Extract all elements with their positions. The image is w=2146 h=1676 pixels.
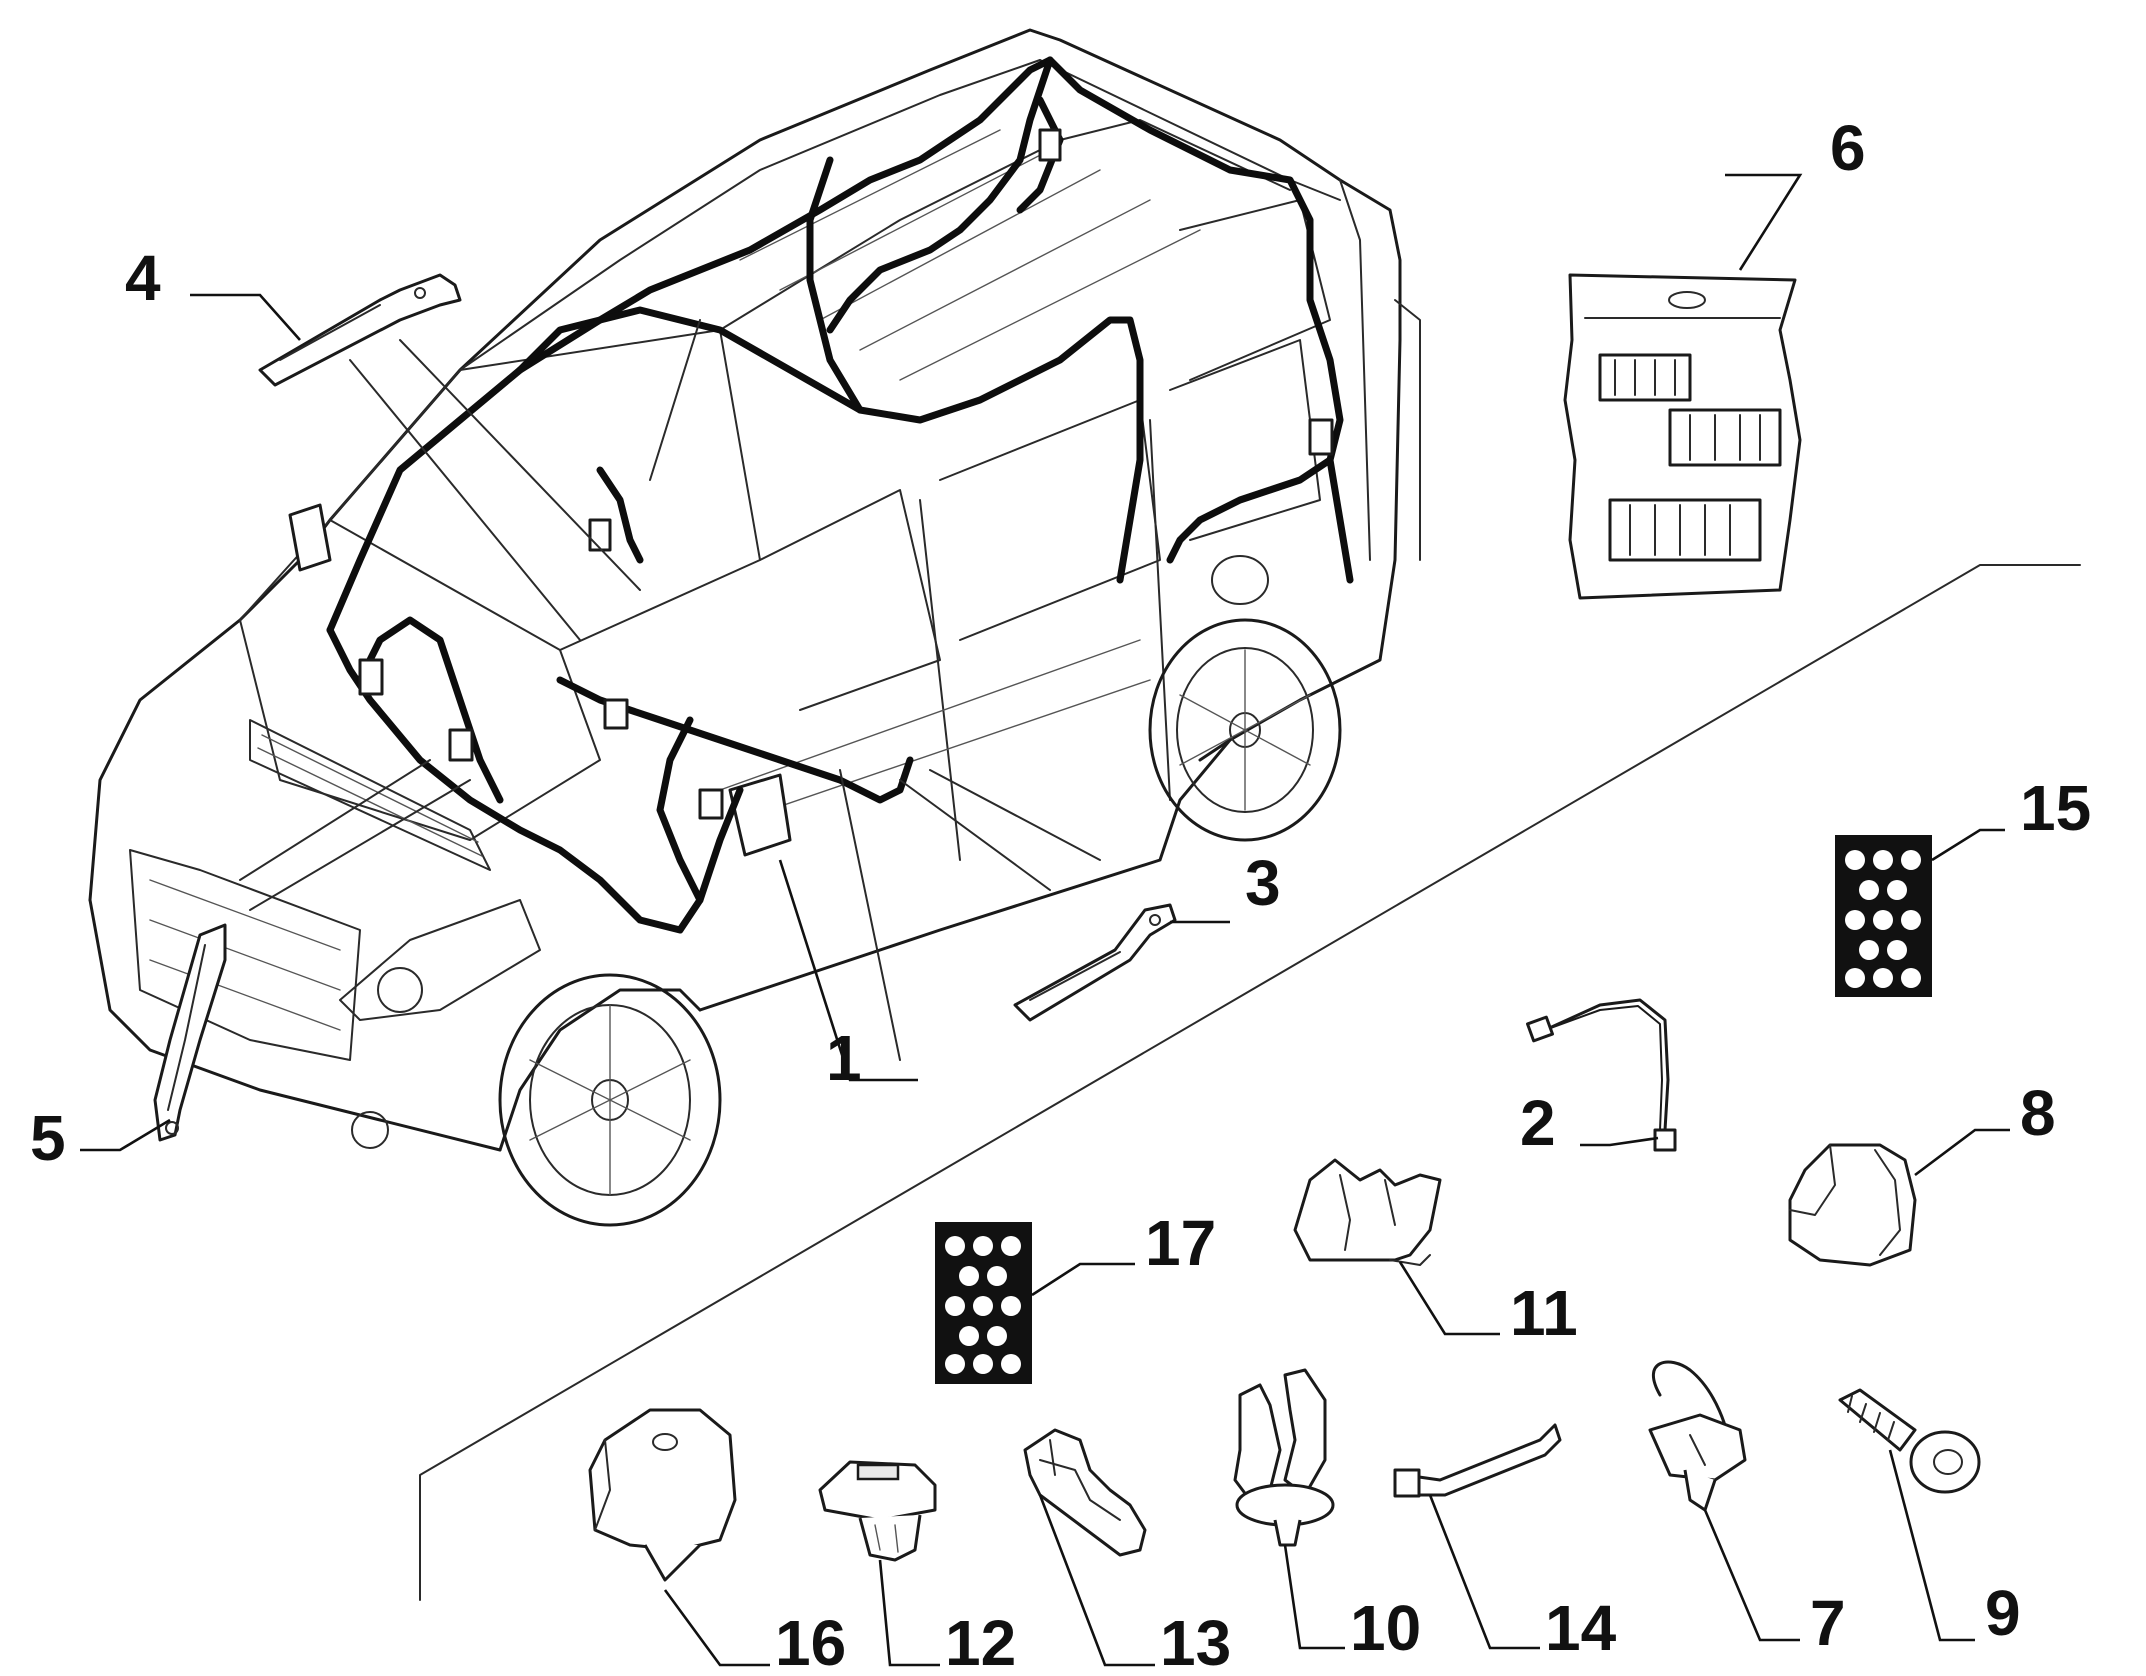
callout-5: 5 xyxy=(30,1102,66,1174)
part-2-cable xyxy=(1526,998,1677,1152)
callout-17: 17 xyxy=(1145,1207,1216,1279)
part-6-connector-bag xyxy=(1563,273,1802,600)
part-8-clip xyxy=(1788,1143,1917,1267)
part-5-bracket xyxy=(153,923,227,1142)
wiring-harness xyxy=(326,56,1354,934)
callout-11: 11 xyxy=(1510,1277,1578,1349)
part-9-screw xyxy=(1838,1388,1981,1494)
callout-13: 13 xyxy=(1160,1607,1231,1676)
bag-connector-3 xyxy=(1608,498,1762,562)
part-3-bracket xyxy=(1013,903,1177,1022)
callout-14: 14 xyxy=(1545,1592,1617,1664)
callout-10: 10 xyxy=(1350,1592,1421,1664)
callout-3: 3 xyxy=(1245,847,1281,919)
callout-4: 4 xyxy=(125,242,161,314)
callout-8: 8 xyxy=(2020,1077,2056,1149)
part-15-perforated-pad xyxy=(1835,835,1932,997)
callout-labels: 1 2 3 4 5 6 7 8 9 10 11 12 13 14 15 16 1… xyxy=(30,112,2091,1676)
reference-lines xyxy=(239,319,1101,1061)
callout-7: 7 xyxy=(1810,1587,1846,1659)
leader-lines xyxy=(80,173,2010,1667)
separator-line xyxy=(419,564,2081,1601)
part-17-perforated-pad xyxy=(935,1222,1032,1384)
part-11-retainer xyxy=(1293,1158,1442,1266)
bag-connector-2 xyxy=(1668,408,1782,467)
front-wheel xyxy=(498,973,722,1227)
part-4-bracket xyxy=(258,273,462,387)
callout-16: 16 xyxy=(775,1607,846,1676)
callout-15: 15 xyxy=(2020,772,2091,844)
part-7-tie-mount xyxy=(1648,1360,1747,1512)
callout-6: 6 xyxy=(1830,112,1866,184)
part-10-cable-clip xyxy=(1233,1368,1335,1547)
part-14-cable-tie xyxy=(1393,1423,1562,1498)
rear-wheel xyxy=(1148,618,1342,842)
part-12-push-pin xyxy=(818,1460,937,1562)
callout-9: 9 xyxy=(1985,1577,2021,1649)
callout-12: 12 xyxy=(945,1607,1016,1676)
callout-1: 1 xyxy=(826,1022,862,1094)
part-13-bracket-clip xyxy=(1023,1428,1147,1557)
bag-connector-1 xyxy=(1598,353,1692,402)
part-16-grommet xyxy=(588,1408,737,1582)
callout-2: 2 xyxy=(1520,1087,1556,1159)
vehicle-drawing xyxy=(88,28,1421,1227)
